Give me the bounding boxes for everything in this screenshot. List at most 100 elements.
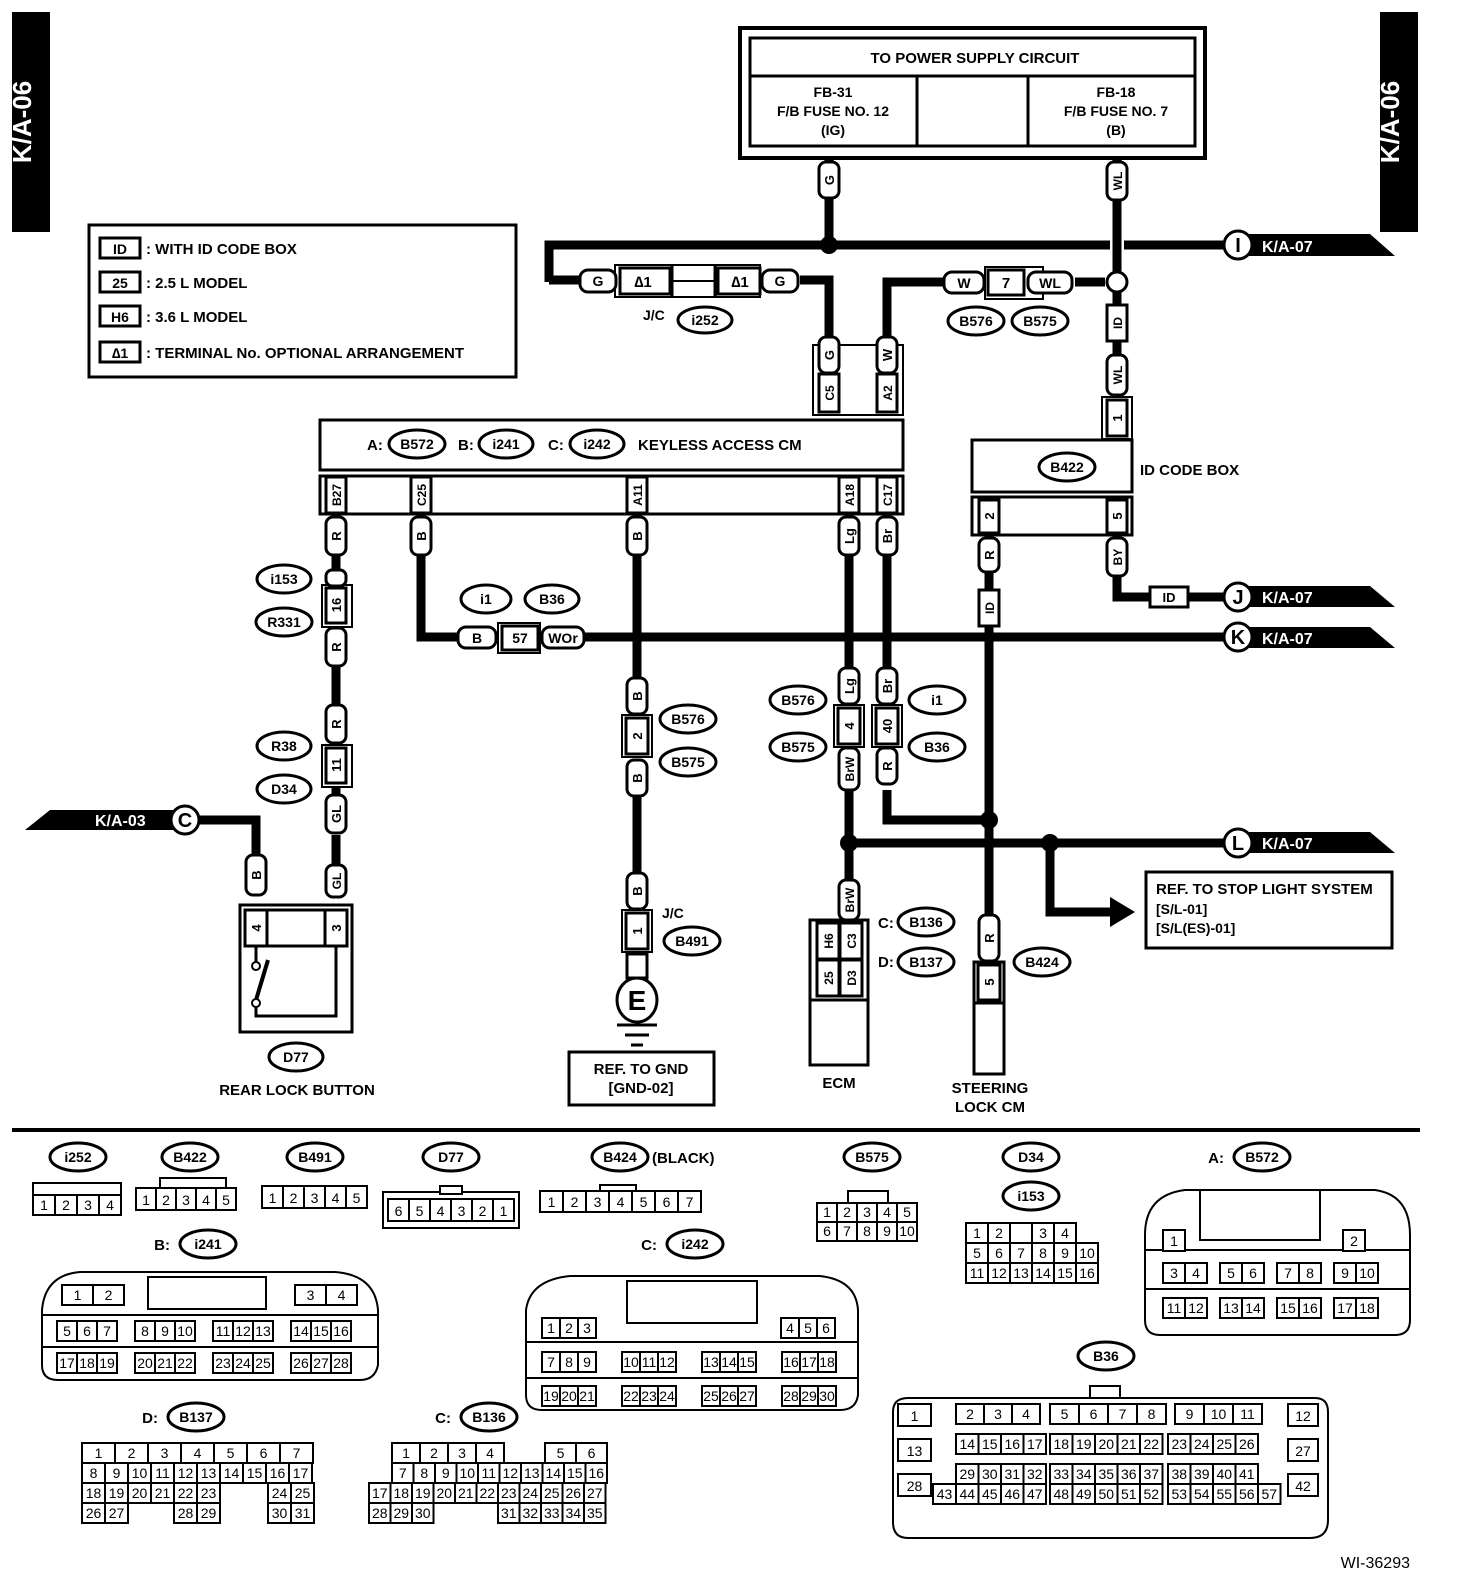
pin-number: 1 bbox=[402, 1445, 410, 1461]
connector-id: B575 bbox=[855, 1149, 889, 1165]
pin-number: 12 bbox=[178, 1465, 194, 1481]
pin-number: 26 bbox=[1239, 1436, 1255, 1452]
pin-number: 30 bbox=[415, 1505, 431, 1521]
pin-number: 3 bbox=[594, 1194, 602, 1210]
wire-color-label: BrW bbox=[843, 756, 857, 781]
arrow-to-stop-light bbox=[1110, 897, 1135, 927]
wire-color-label: GL bbox=[330, 873, 344, 890]
pin-number: 21 bbox=[1121, 1436, 1137, 1452]
wire-color-label: BrW bbox=[843, 887, 857, 912]
pin-number: 48 bbox=[1053, 1486, 1069, 1502]
pin-number: 24 bbox=[659, 1388, 675, 1404]
terminal-label: ∆1 bbox=[634, 274, 652, 291]
pin-number: 7 bbox=[1017, 1245, 1025, 1261]
pin-number: 26 bbox=[565, 1485, 581, 1501]
pin-number: 5 bbox=[353, 1190, 361, 1206]
pin-number: 1 bbox=[823, 1204, 831, 1220]
stop-light-ref[interactable]: REF. TO STOP LIGHT SYSTEM [S/L-01] [S/L(… bbox=[1144, 870, 1394, 950]
pin-number: 4 bbox=[437, 1203, 445, 1219]
pin-number: 15 bbox=[247, 1465, 263, 1481]
pin-number: 29 bbox=[393, 1505, 409, 1521]
connector-id: B491 bbox=[675, 933, 709, 949]
wire-color-label: Br bbox=[880, 529, 895, 543]
legend-text: : 2.5 L MODEL bbox=[146, 275, 247, 292]
pin-number: 5 bbox=[416, 1203, 424, 1219]
pin-cell bbox=[577, 1317, 597, 1339]
pin-cell bbox=[897, 1473, 932, 1497]
pin-number: 36 bbox=[1121, 1466, 1137, 1482]
pin-number: 23 bbox=[1171, 1436, 1187, 1452]
connector-view-label: D:B137 bbox=[142, 1401, 226, 1433]
pin-number: 3 bbox=[583, 1320, 591, 1336]
wire-color-label: Lg bbox=[842, 678, 857, 694]
pin-number: 1 bbox=[500, 1203, 508, 1219]
connector-view-label: B491 bbox=[285, 1141, 345, 1173]
stop-ref-code[interactable]: [S/L(ES)-01] bbox=[1156, 920, 1235, 936]
connector-view-label: B36 bbox=[1076, 1340, 1136, 1372]
pin-number: 43 bbox=[937, 1486, 953, 1502]
pin-number: 1 bbox=[547, 1320, 555, 1336]
offpage-K[interactable]: K K/A-07 bbox=[1222, 621, 1395, 653]
pin-number: 14 bbox=[1035, 1265, 1051, 1281]
terminal-label: A2 bbox=[881, 385, 895, 401]
stop-ref-code[interactable]: [S/L-01] bbox=[1156, 901, 1207, 917]
page-tag-text: K/A-06 bbox=[7, 81, 37, 163]
pin-number: 8 bbox=[863, 1223, 871, 1239]
connector-oval bbox=[421, 1141, 481, 1173]
pin-cell bbox=[1022, 1433, 1047, 1455]
ground-icon bbox=[617, 1023, 657, 1047]
connector-oval bbox=[459, 1401, 519, 1433]
offpage-C[interactable]: C K/A-03 bbox=[25, 804, 201, 836]
connector-id: B137 bbox=[179, 1409, 213, 1425]
offpage-J[interactable]: J K/A-07 bbox=[1222, 581, 1395, 613]
wire-color-label: R bbox=[880, 761, 895, 771]
gnd-ref-code[interactable]: [GND-02] bbox=[608, 1080, 673, 1097]
pin-cell bbox=[1139, 1433, 1164, 1455]
pin-cell bbox=[1162, 1229, 1186, 1252]
pin-number: 16 bbox=[1302, 1300, 1318, 1316]
pin-number: 28 bbox=[372, 1505, 388, 1521]
id-symbol: ID bbox=[1111, 317, 1125, 329]
pin-number: 1 bbox=[40, 1197, 48, 1213]
pin-number: 21 bbox=[579, 1388, 595, 1404]
pin-number: 2 bbox=[1350, 1233, 1358, 1249]
pin-number: 55 bbox=[1216, 1486, 1232, 1502]
pin-cell bbox=[196, 1502, 221, 1524]
connector-oval bbox=[665, 1228, 725, 1260]
wire-color-label: W bbox=[880, 348, 895, 361]
offpage-letter: C bbox=[178, 810, 192, 832]
pin-number: 3 bbox=[458, 1203, 466, 1219]
ground-letter: E bbox=[628, 985, 647, 1016]
pin-number: 33 bbox=[1053, 1466, 1069, 1482]
connector-id: B422 bbox=[1050, 459, 1084, 475]
pin-number: 16 bbox=[783, 1354, 799, 1370]
pin-number: 2 bbox=[290, 1190, 298, 1206]
steering-lock-cm: R 5 B424 STEERING LOCK CM bbox=[952, 913, 1072, 1116]
prefix: C: bbox=[548, 437, 564, 454]
page-tag-right: K/A-06 bbox=[1375, 12, 1418, 232]
pin-number: 11 bbox=[642, 1354, 657, 1370]
pin-number: 21 bbox=[157, 1355, 173, 1371]
pin-number: 50 bbox=[1098, 1486, 1114, 1502]
pin-number: 10 bbox=[1211, 1406, 1227, 1422]
rear-lock-button: B GL 4 3 D77 REAR LOCK BUTTON bbox=[219, 853, 375, 1099]
pin-number: 4 bbox=[617, 1194, 625, 1210]
pin-cell bbox=[411, 1502, 435, 1524]
legend-text: : 3.6 L MODEL bbox=[146, 309, 247, 326]
fuse-right-type: (B) bbox=[1106, 122, 1125, 138]
prefix: A: bbox=[1208, 1150, 1224, 1167]
pin-number: 15 bbox=[1280, 1300, 1296, 1316]
terminal-label: C3 bbox=[845, 933, 859, 949]
offpage-I[interactable]: I K/A-07 bbox=[1222, 229, 1395, 261]
offpage-L[interactable]: L K/A-07 bbox=[1222, 827, 1395, 859]
